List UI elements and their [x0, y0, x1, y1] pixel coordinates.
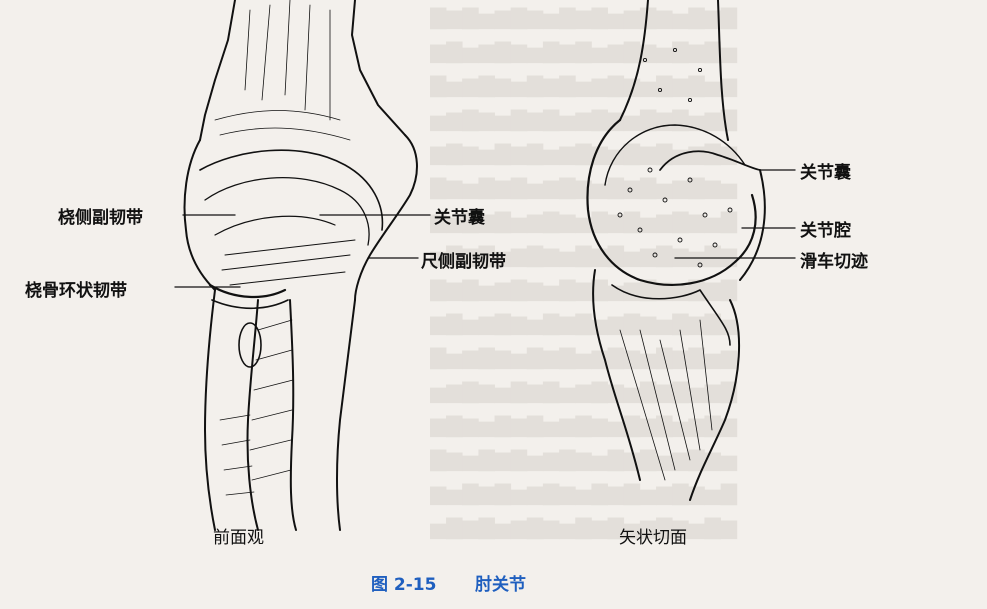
label-ulnar-collateral-ligament: 尺侧副韧带	[421, 252, 506, 272]
humerus-shaft-outline	[619, 0, 649, 121]
label-joint-capsule-left: 关节囊	[434, 208, 485, 228]
label-trochlear-notch: 滑车切迹	[800, 252, 868, 272]
caption-anterior-view: 前面观	[213, 528, 264, 548]
caption-sagittal-section: 矢状切面	[619, 528, 687, 548]
radius-outline	[204, 289, 216, 531]
label-joint-cavity: 关节腔	[800, 221, 851, 241]
ulna-outline-sagittal	[592, 269, 641, 481]
figure-title: 肘关节	[475, 575, 526, 595]
humerus-outline	[199, 0, 236, 141]
figure-number: 图 2-15	[371, 575, 437, 595]
label-annular-ligament: 桡骨环状韧带	[25, 281, 127, 301]
trochlea-outline	[586, 118, 757, 286]
anterior-view-illustration	[174, 0, 431, 531]
background-texture: ▇▆▇▅▆▇▆▅▇▆▇▅▆▇▆▅▇▆▇▆▇▅▆▇▆▅▇▆▇▅▆▇▆▅▇▆▇▅▇▅…	[430, 5, 737, 539]
label-radial-collateral-ligament: 桡侧副韧带	[58, 208, 143, 228]
sagittal-section-illustration	[586, 0, 796, 501]
ulna-outline	[289, 299, 297, 531]
label-joint-capsule-right: 关节囊	[800, 163, 851, 183]
